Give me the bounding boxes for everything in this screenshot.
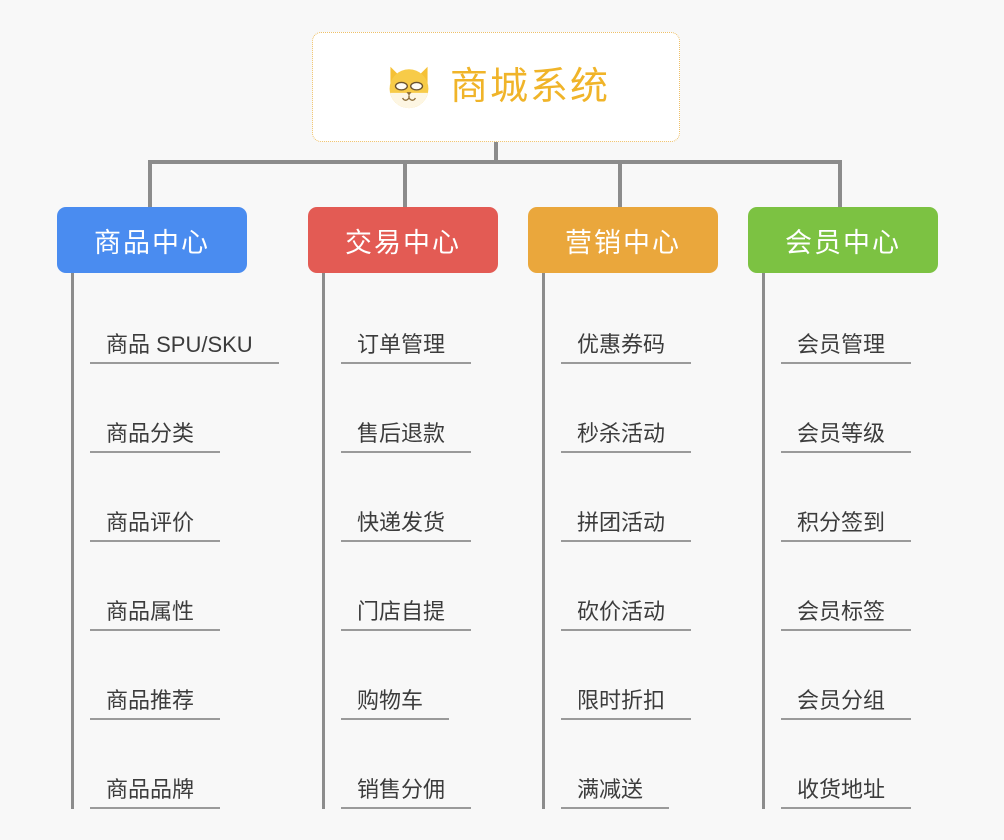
- list-item[interactable]: 优惠券码: [545, 275, 718, 364]
- list-item[interactable]: 收货地址: [765, 720, 938, 809]
- list-item-label: 秒杀活动: [561, 422, 692, 453]
- list-item[interactable]: 会员等级: [765, 364, 938, 453]
- list-item[interactable]: 购物车: [325, 631, 498, 720]
- list-item-label: 商品属性: [90, 600, 221, 631]
- list-item[interactable]: 积分签到: [765, 453, 938, 542]
- list-item[interactable]: 商品推荐: [74, 631, 247, 720]
- list-item-label: 购物车: [341, 689, 450, 720]
- list-item[interactable]: 商品评价: [74, 453, 247, 542]
- branch-header-3[interactable]: 营销中心: [528, 207, 718, 273]
- list-item-label: 快递发货: [341, 511, 472, 542]
- list-item-label: 商品 SPU/SKU: [90, 333, 279, 364]
- connector-drop-2: [403, 162, 407, 208]
- list-item-label: 订单管理: [341, 333, 472, 364]
- list-item-label: 满减送: [561, 778, 670, 809]
- list-item-label: 商品推荐: [90, 689, 221, 720]
- list-item-label: 会员分组: [781, 689, 912, 720]
- branch-header-label: 商品中心: [94, 227, 210, 258]
- list-item[interactable]: 限时折扣: [545, 631, 718, 720]
- list-item-label: 收货地址: [781, 778, 912, 809]
- list-item-label: 优惠券码: [561, 333, 692, 364]
- list-item-label: 砍价活动: [561, 600, 692, 631]
- branch-header-label: 交易中心: [345, 227, 461, 258]
- list-item[interactable]: 订单管理: [325, 275, 498, 364]
- list-item-label: 门店自提: [341, 600, 472, 631]
- branch-items-2: 订单管理 售后退款 快递发货 门店自提 购物车 销售分佣: [322, 273, 498, 809]
- branch-column-1: 商品中心 商品 SPU/SKU 商品分类 商品评价 商品属性 商品推荐 商品品牌: [57, 207, 279, 809]
- list-item[interactable]: 快递发货: [325, 453, 498, 542]
- list-item[interactable]: 售后退款: [325, 364, 498, 453]
- list-item[interactable]: 门店自提: [325, 542, 498, 631]
- connector-root-stem: [494, 142, 498, 164]
- shiba-dog-icon: [389, 66, 429, 109]
- list-item-label: 限时折扣: [561, 689, 692, 720]
- connector-drop-1: [148, 162, 152, 208]
- list-item[interactable]: 拼团活动: [545, 453, 718, 542]
- branch-column-2: 交易中心 订单管理 售后退款 快递发货 门店自提 购物车 销售分佣: [308, 207, 498, 809]
- list-item[interactable]: 会员分组: [765, 631, 938, 720]
- list-item-label: 拼团活动: [561, 511, 692, 542]
- list-item-label: 商品评价: [90, 511, 221, 542]
- branch-column-4: 会员中心 会员管理 会员等级 积分签到 会员标签 会员分组 收货地址: [748, 207, 938, 809]
- root-node-shop-system[interactable]: 商城系统: [312, 32, 680, 142]
- list-item[interactable]: 秒杀活动: [545, 364, 718, 453]
- connector-drop-3: [618, 162, 622, 208]
- branch-header-label: 营销中心: [565, 227, 681, 258]
- branch-items-3: 优惠券码 秒杀活动 拼团活动 砍价活动 限时折扣 满减送: [542, 273, 718, 809]
- branch-header-label: 会员中心: [785, 227, 901, 258]
- list-item-label: 售后退款: [341, 422, 472, 453]
- list-item-label: 会员管理: [781, 333, 912, 364]
- list-item-label: 会员标签: [781, 600, 912, 631]
- list-item[interactable]: 砍价活动: [545, 542, 718, 631]
- list-item[interactable]: 商品属性: [74, 542, 247, 631]
- branch-items-1: 商品 SPU/SKU 商品分类 商品评价 商品属性 商品推荐 商品品牌: [71, 273, 279, 809]
- list-item[interactable]: 会员管理: [765, 275, 938, 364]
- list-item[interactable]: 满减送: [545, 720, 718, 809]
- root-node-title: 商城系统: [449, 66, 610, 108]
- list-item[interactable]: 会员标签: [765, 542, 938, 631]
- list-item[interactable]: 商品品牌: [74, 720, 247, 809]
- branch-header-1[interactable]: 商品中心: [57, 207, 247, 273]
- branch-header-4[interactable]: 会员中心: [748, 207, 938, 273]
- list-item[interactable]: 销售分佣: [325, 720, 498, 809]
- connector-drop-4: [838, 162, 842, 208]
- connector-horizontal-bus: [148, 160, 842, 164]
- list-item-label: 积分签到: [781, 511, 912, 542]
- list-item-label: 销售分佣: [341, 778, 472, 809]
- list-item-label: 商品分类: [90, 422, 221, 453]
- branch-items-4: 会员管理 会员等级 积分签到 会员标签 会员分组 收货地址: [762, 273, 938, 809]
- branch-column-3: 营销中心 优惠券码 秒杀活动 拼团活动 砍价活动 限时折扣 满减送: [528, 207, 718, 809]
- list-item-label: 商品品牌: [90, 778, 221, 809]
- list-item[interactable]: 商品 SPU/SKU: [74, 275, 279, 364]
- list-item[interactable]: 商品分类: [74, 364, 247, 453]
- list-item-label: 会员等级: [781, 422, 912, 453]
- branch-header-2[interactable]: 交易中心: [308, 207, 498, 273]
